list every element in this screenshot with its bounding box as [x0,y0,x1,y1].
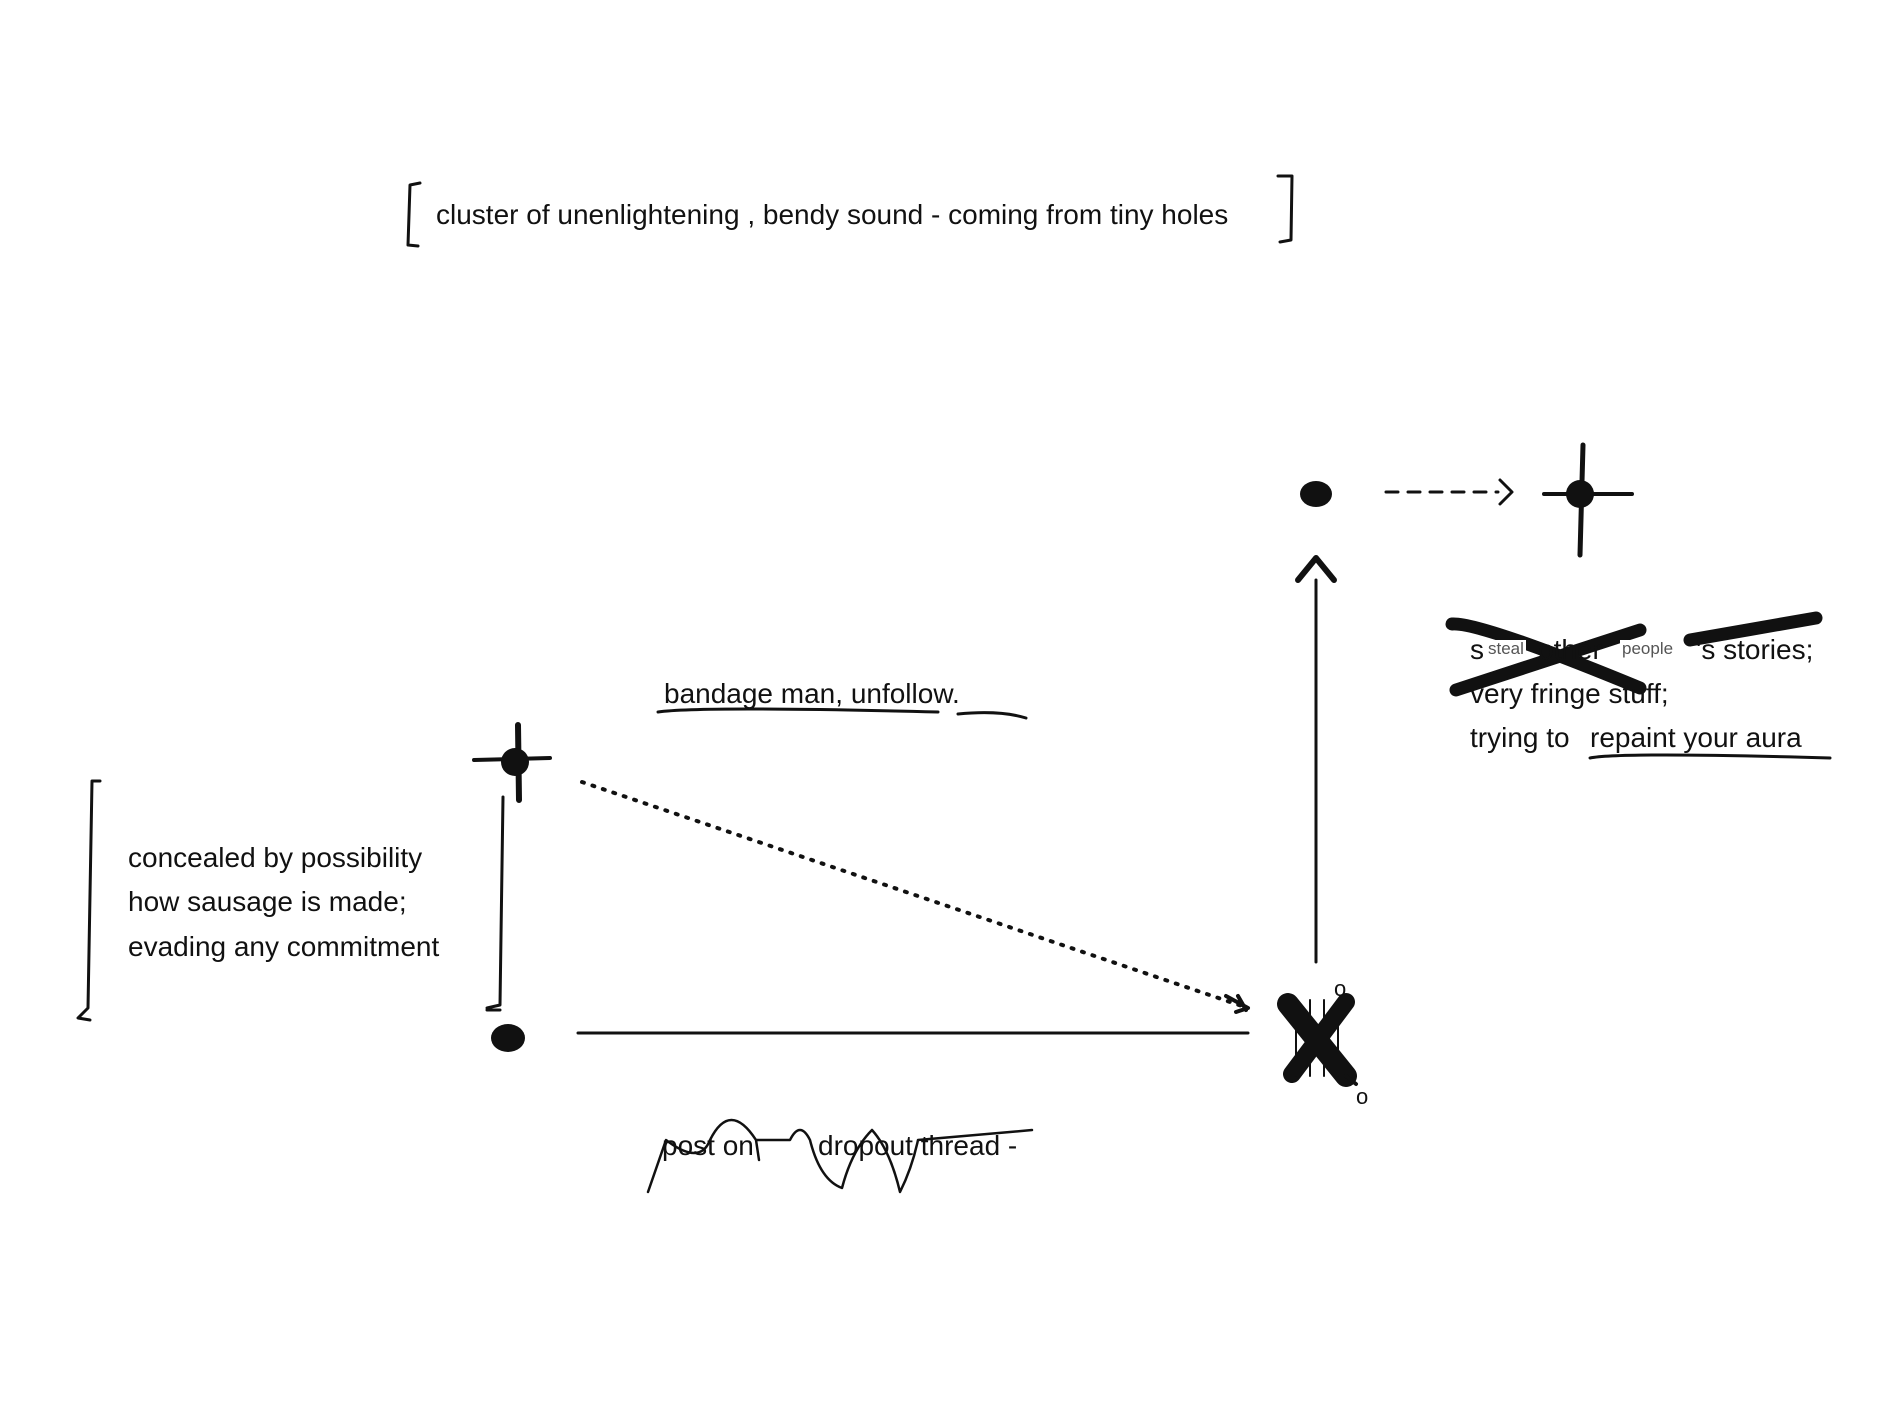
left-bracket [76,779,102,1022]
middle-label-underline-2 [956,711,1028,720]
top-right-cross-node [1542,442,1634,558]
dashed-arrow-head [1498,478,1514,506]
strike-scribble-right-note [1445,611,1823,697]
right-note-line1-end: 's stories; [1696,634,1814,665]
dotted-diagonal-arrow [580,780,1244,1008]
right-note-insert-people: people [1620,639,1676,658]
left-note-right-bracket [485,795,505,1012]
right-note-line2: very fringe stuff; [1470,678,1669,709]
top-right-dot [1300,481,1332,507]
top-left-bracket [406,181,422,248]
dotted-arrow-head [1224,994,1250,1014]
right-note-line1-other: other [1538,634,1602,665]
bottom-left-dot [491,1024,525,1052]
right-note-line3-underlined: repaint your aura [1590,722,1802,753]
cross-mark-lower-label: o [1356,1084,1369,1109]
middle-label: bandage man, unfollow. [664,678,960,709]
right-note-line3-prefix: trying to [1470,722,1570,753]
cross-mark-upper-label: o [1334,976,1347,1001]
right-note-insert-steal: steal [1486,639,1526,658]
top-right-bracket [1276,174,1294,244]
middle-label-underline [656,707,940,714]
left-note-line3: evading any commitment [128,931,440,962]
big-x-mark [1277,993,1358,1087]
left-note-line2: how sausage is made; [128,886,407,917]
top-note: cluster of unenlightening , bendy sound … [436,199,1229,230]
left-cross-node [472,722,552,803]
left-note-line1: concealed by possibility [128,842,423,873]
right-note-underline [1588,753,1832,760]
bottom-label-part1: post on [662,1130,754,1161]
right-note-line1-prefix: s [1470,634,1484,665]
bottom-squiggle [646,1118,1034,1194]
bottom-label-part2: dropout thread - [818,1130,1018,1161]
vertical-arrow-head [1295,555,1337,583]
